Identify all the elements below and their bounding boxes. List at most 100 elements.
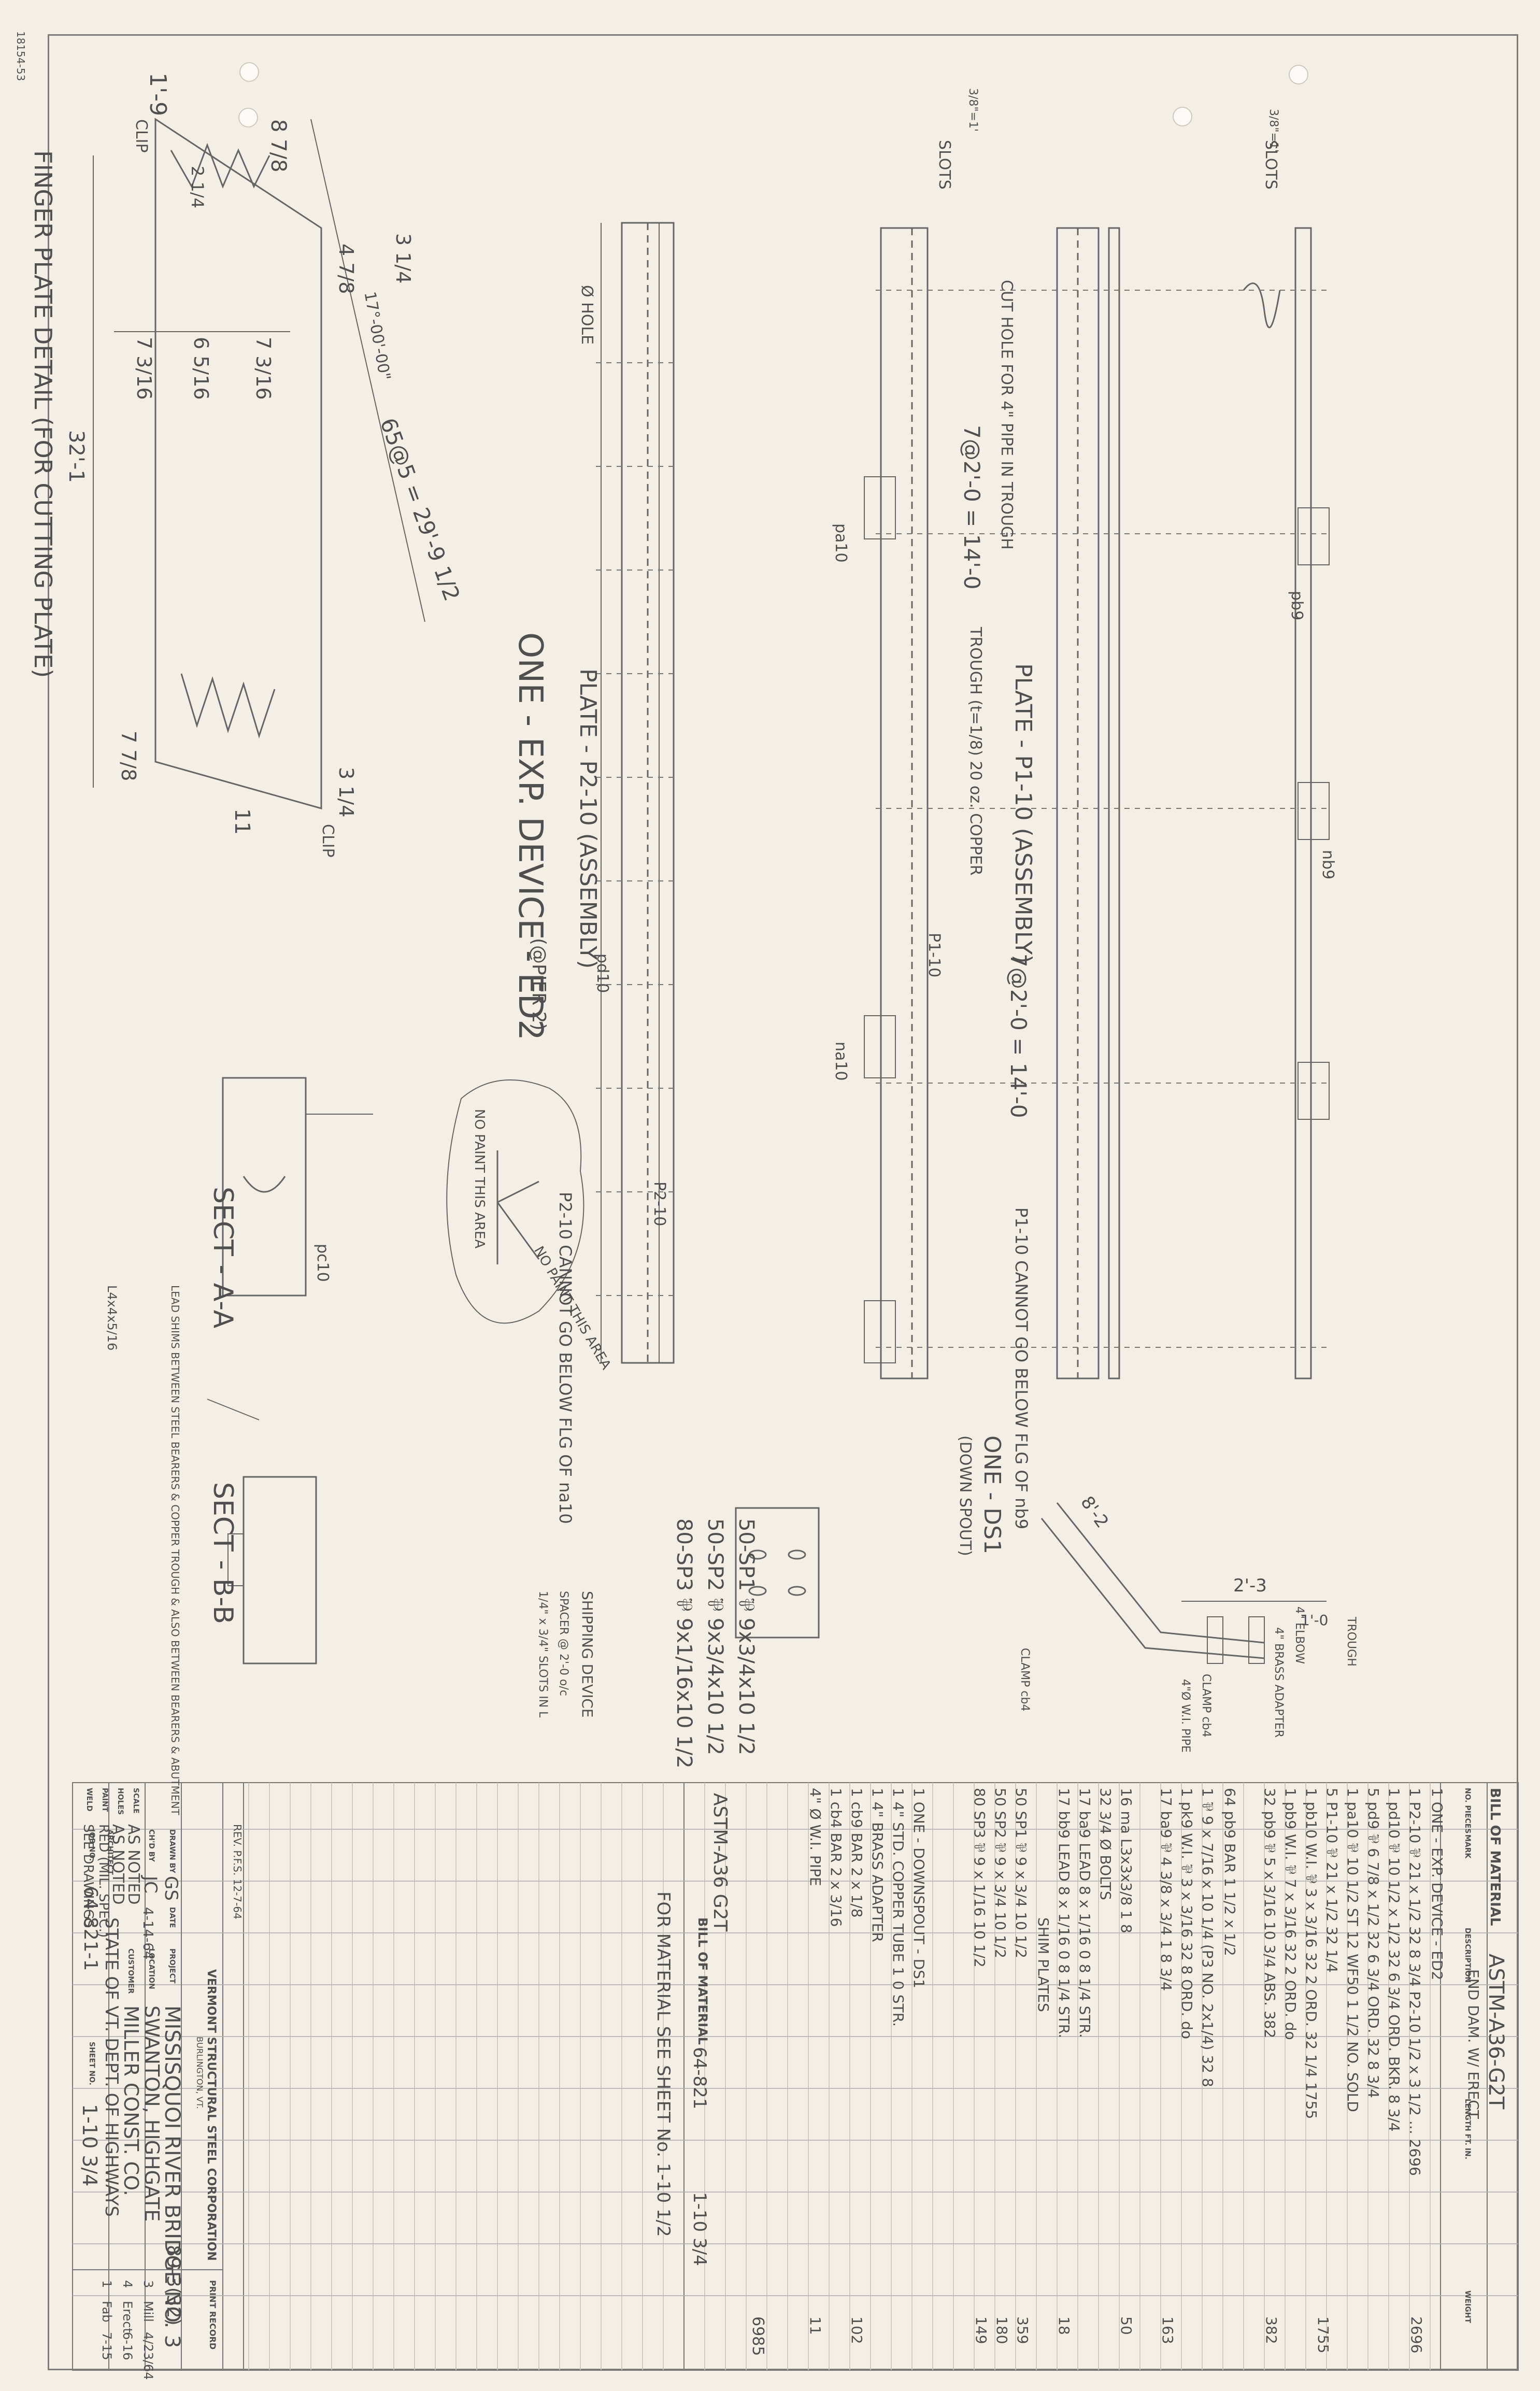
bom-row: 1 P2-10 ⅌ 21 x 1/2 32 8 3/4 P2-10 1/2 x … — [1406, 1788, 1423, 2176]
clip-label: CLIP — [319, 824, 337, 858]
weld-box — [864, 476, 896, 539]
sect-aa-body — [222, 1077, 307, 1297]
plate-p1-outline — [880, 227, 929, 1379]
far-right-flange — [1294, 227, 1312, 1379]
tb-sheet: 1-10 3/4 — [78, 2104, 101, 2187]
tb-checked: JC — [140, 1876, 161, 1894]
sect-note: L4x4x5/16 — [105, 1285, 119, 1351]
sub-bom-sheet: 1-10 3/4 — [689, 2192, 710, 2266]
downspout-title: ONE - DS1 — [979, 1435, 1005, 1555]
note: NO PAINT THIS AREA — [472, 1109, 487, 1249]
downspout-note: 4"Ø W.I. PIPE — [1179, 1679, 1192, 1753]
finger-dim: 7 3/16 — [252, 337, 275, 400]
bom-weight: 102 — [848, 2316, 865, 2344]
downspout-note: CLAMP cb4 — [1018, 1648, 1031, 1712]
weld-box — [864, 1300, 896, 1363]
clamp — [1207, 1616, 1223, 1664]
finger-dim: 2 1/4 — [188, 166, 207, 209]
bom-row: 50 SP1 ⅌ 9 x 3/4 10 1/2 — [1013, 1788, 1030, 1958]
spacing-1: 7@2'-0 = 14'-0 — [959, 425, 985, 590]
tb-print-to: Mill — [141, 2301, 155, 2322]
finger-dim: 3 1/4 — [335, 767, 358, 818]
bom-row: 1 4" BRASS ADAPTER — [869, 1788, 886, 1942]
bom-row: 50 SP2 ⅌ 9 x 3/4 10 1/2 — [992, 1788, 1009, 1958]
sub-bom-job: 64-821 — [689, 2047, 710, 2110]
finger-dim: 8 7/8 — [266, 119, 290, 173]
slot — [788, 1586, 806, 1596]
mark: nb9 — [1319, 850, 1337, 880]
note: P2-10 CANNOT GO BELOW FLG OF na10 — [555, 1192, 575, 1524]
bom-row: 17 ba9 LEAD 8 x 1/16 0 8 1/4 STR. — [1076, 1788, 1093, 2038]
sect-bb-nut — [227, 1533, 244, 1586]
bom-row: 1 cb9 BAR 2 x 1/8 — [848, 1788, 865, 1918]
tb-label: PAINT — [101, 1788, 109, 1812]
tb-label: SHEET NO. — [88, 2042, 96, 2085]
mark: pb9 — [1288, 591, 1306, 621]
bom-row: 1 ONE - DOWNSPOUT - DS1 — [910, 1788, 928, 1988]
dim-line — [310, 119, 425, 622]
bom-col-head: LENGTH FT. IN. — [1463, 2099, 1472, 2160]
tb-location: SWANTON, HIGHGATE — [140, 2005, 163, 2222]
punch-hole — [1289, 65, 1308, 84]
sub-bom-hand: ASTM-A36 G2T — [709, 1793, 731, 1932]
tb-label: PROJECT — [168, 1948, 176, 1984]
shipping-title: SHIPPING DEVICE — [579, 1591, 596, 1718]
finger-zigzag-top — [170, 143, 270, 189]
weld-box — [1297, 507, 1330, 565]
bom-weight: 359 — [1014, 2316, 1031, 2344]
bom-row: 1 ONE - EXP. DEVICE - ED2 — [1429, 1788, 1446, 1981]
tee-section — [496, 1150, 540, 1264]
bom-row: 80 SP3 ⅌ 9 x 1/16 10 1/2 — [971, 1788, 988, 1968]
bom-row: 64 pb9 BAR 1 1/2 x 1/2 — [1221, 1788, 1238, 1956]
bom-row: 5 P1-10 ⅌ 21 x 1/2 32 1/4 — [1323, 1788, 1341, 1973]
bom-row: 1 pb10 W.I. ⅌ 3 x 3/16 32 2 ORD. 32 1/4 … — [1303, 1788, 1320, 2119]
mark: pd10 — [593, 953, 611, 993]
note: TROUGH (t=1/8) 20 oz. COPPER — [966, 627, 985, 876]
mark: pc10 — [313, 1244, 332, 1282]
bom-row: 17 bb9 LEAD 8 x 1/16 0 8 1/4 STR. — [1056, 1788, 1073, 2039]
tb-holes: AS NOTED — [109, 1824, 127, 1905]
spacing-2: 7@2'-0 = 14'-0 — [1006, 953, 1031, 1118]
bom-frame — [72, 1782, 1519, 2371]
bom-total: 6985 — [749, 2316, 767, 2356]
tb-print-no: 4 — [120, 2280, 135, 2288]
bom-row: 32 pb9 ⅌ 5 x 3/16 10 3/4 ABS. 382 — [1261, 1788, 1278, 2039]
tb-company: VERMONT STRUCTURAL STEEL CORPORATION — [205, 1969, 218, 2261]
sub-bom-note: FOR MATERIAL SEE SHEET No. 1-10 1/2 — [653, 1891, 674, 2237]
bom-row: 1 pb9 W.I. ⅌ 7 x 3/16 32 2 ORD. do — [1282, 1788, 1299, 2040]
scale-stamp: 3/8"=1' — [966, 88, 979, 132]
finger-dim: 4 7/8 — [335, 244, 358, 294]
clamp — [1248, 1616, 1265, 1664]
finger-plate-title: FINGER PLATE DETAIL (FOR CUTTING PLATE) — [29, 150, 57, 678]
tb-print-no: 3 — [141, 2280, 155, 2288]
tb-project-no: I 89-3(32) — [163, 2233, 184, 2326]
tb-architect: STATE OF VT. DEPT. OF HIGHWAYS — [101, 1917, 122, 2217]
slot — [748, 1549, 767, 1560]
tb-print-date: 4/23/64 — [141, 2332, 155, 2380]
finger-plate-outline — [154, 118, 322, 809]
downspout-note: 4" BRASS ADAPTER — [1272, 1627, 1285, 1738]
tb-label: DATE — [168, 1907, 176, 1928]
bom-col-head: MARK — [1463, 1834, 1472, 1859]
mark: na10 — [832, 1042, 850, 1081]
shim-item: 50-SP2 ⅌ 9x3/4x10 1/2 — [703, 1518, 727, 1756]
bom-weight: 1755 — [1315, 2316, 1332, 2354]
tb-print-no: 1 — [99, 2280, 114, 2288]
tb-weld: SEE DRAWINGS — [80, 1824, 96, 1928]
right-member-flange — [1108, 227, 1120, 1379]
scale-stamp: 3/8"=1' — [1267, 109, 1280, 153]
shim-plate — [735, 1507, 820, 1639]
tb-label: HOLES — [116, 1788, 124, 1815]
tb-city: BURLINGTON, VT. — [195, 2037, 205, 2109]
mark: pa10 — [832, 523, 850, 563]
bom-row: 1 ⅌ 9 x 7/16 x 10 1/4 (P3 NO. 2x1/4) 32 … — [1199, 1788, 1216, 2087]
sect-aa-trough — [243, 1176, 286, 1193]
downspout-sub: (DOWN SPOUT) — [956, 1435, 974, 1556]
punch-hole — [1173, 107, 1192, 126]
finger-dim: 1'-9 — [145, 73, 171, 116]
main-title-note: (@PIER 2) — [528, 938, 549, 1031]
sub-bom-title: BILL OF MATERIAL — [695, 1917, 710, 2045]
sheet-border — [48, 34, 1518, 2370]
tb-customer: MILLER CONST. CO. — [120, 2005, 142, 2196]
bom-weight: 382 — [1263, 2316, 1280, 2344]
